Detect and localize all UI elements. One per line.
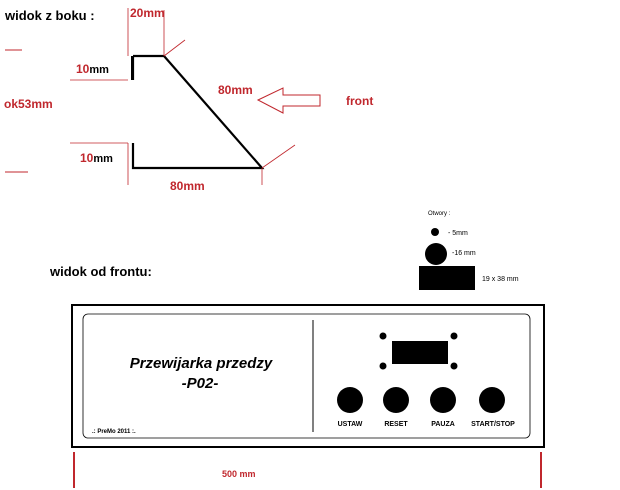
large-hole-label: -16 mm [452, 250, 476, 257]
width-label: 500 mm [222, 469, 256, 479]
panel-credit: .: PreMo 2011 :. [92, 429, 136, 435]
button-label-ustaw: USTAW [338, 421, 363, 428]
button-label-start-stop: START/STOP [471, 421, 515, 428]
screw-hole-icon [450, 332, 458, 340]
front-arrow-icon [256, 87, 321, 114]
panel-title-line2: -P02- [182, 375, 219, 392]
guide-line [261, 144, 296, 169]
side-profile-outline [131, 54, 265, 170]
holes-title: Otwory : [428, 211, 451, 217]
button-start-stop[interactable] [479, 387, 505, 413]
screw-hole-icon [450, 362, 458, 370]
guide-line [163, 39, 186, 57]
front-panel-outer [71, 304, 545, 448]
button-label-pauza: PAUZA [431, 421, 455, 428]
screw-hole-icon [379, 362, 387, 370]
small-hole-label: - 5mm [448, 230, 468, 237]
panel-title-line1: Przewijarka przedzy [130, 355, 273, 372]
front-panel-inner [82, 313, 531, 439]
dim-diagonal-label: 80mm [218, 83, 253, 97]
button-label-reset: RESET [384, 421, 408, 428]
dim-left-top-label: 10mm [76, 62, 109, 76]
dim-left-bottom-label: 10mm [80, 151, 113, 165]
display-window [392, 341, 448, 364]
dim-height-label: ok53mm [4, 97, 53, 111]
display-hole-icon [419, 266, 475, 290]
front-label: front [346, 94, 373, 108]
screw-hole-icon [379, 332, 387, 340]
button-pauza[interactable] [430, 387, 456, 413]
small-hole-icon [431, 228, 439, 236]
side-view-title: widok z boku : [4, 8, 95, 23]
dim-bottom-label: 80mm [170, 179, 205, 193]
large-hole-icon [425, 243, 447, 265]
dim-top-label: 20mm [130, 6, 165, 20]
button-reset[interactable] [383, 387, 409, 413]
rect-hole-label: 19 x 38 mm [482, 276, 519, 283]
button-ustaw[interactable] [337, 387, 363, 413]
front-view-title: widok od frontu: [49, 264, 152, 279]
